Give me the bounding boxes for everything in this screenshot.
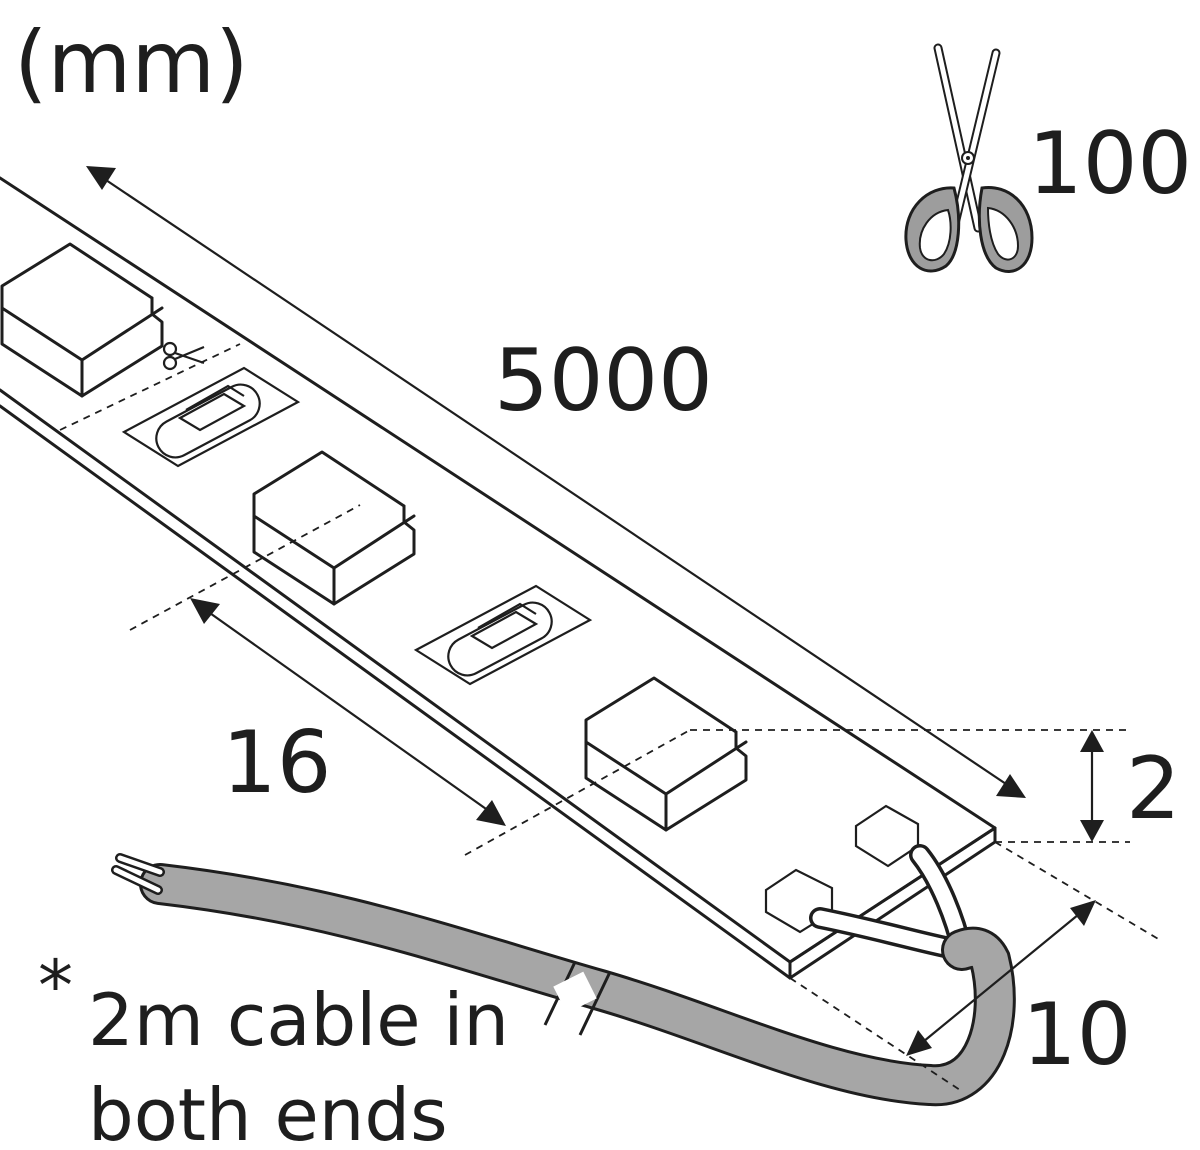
smd-chip xyxy=(252,450,416,606)
resistor xyxy=(414,584,592,686)
length-dimension xyxy=(86,166,1026,798)
height-label: 2 xyxy=(1126,739,1181,839)
small-scissors-icon xyxy=(162,341,205,371)
scissors-icon xyxy=(904,43,1034,273)
led-strip xyxy=(0,176,997,980)
height-dimension xyxy=(690,729,1130,843)
cut-interval-label: 100 xyxy=(1028,114,1192,214)
note-line-2: both ends xyxy=(88,1073,448,1150)
smd-chip xyxy=(584,676,748,832)
resistor xyxy=(122,366,300,468)
units-label: (mm) xyxy=(14,13,249,113)
solder-pad xyxy=(854,804,920,868)
note-asterisk: * xyxy=(38,945,73,1027)
width-dimension xyxy=(789,841,1161,1091)
note-line-1: 2m cable in xyxy=(88,978,509,1062)
pitch-dimension xyxy=(129,504,691,856)
length-label: 5000 xyxy=(494,331,713,431)
pitch-label: 16 xyxy=(222,713,331,813)
width-label: 10 xyxy=(1022,985,1131,1085)
cable xyxy=(111,844,1016,1107)
